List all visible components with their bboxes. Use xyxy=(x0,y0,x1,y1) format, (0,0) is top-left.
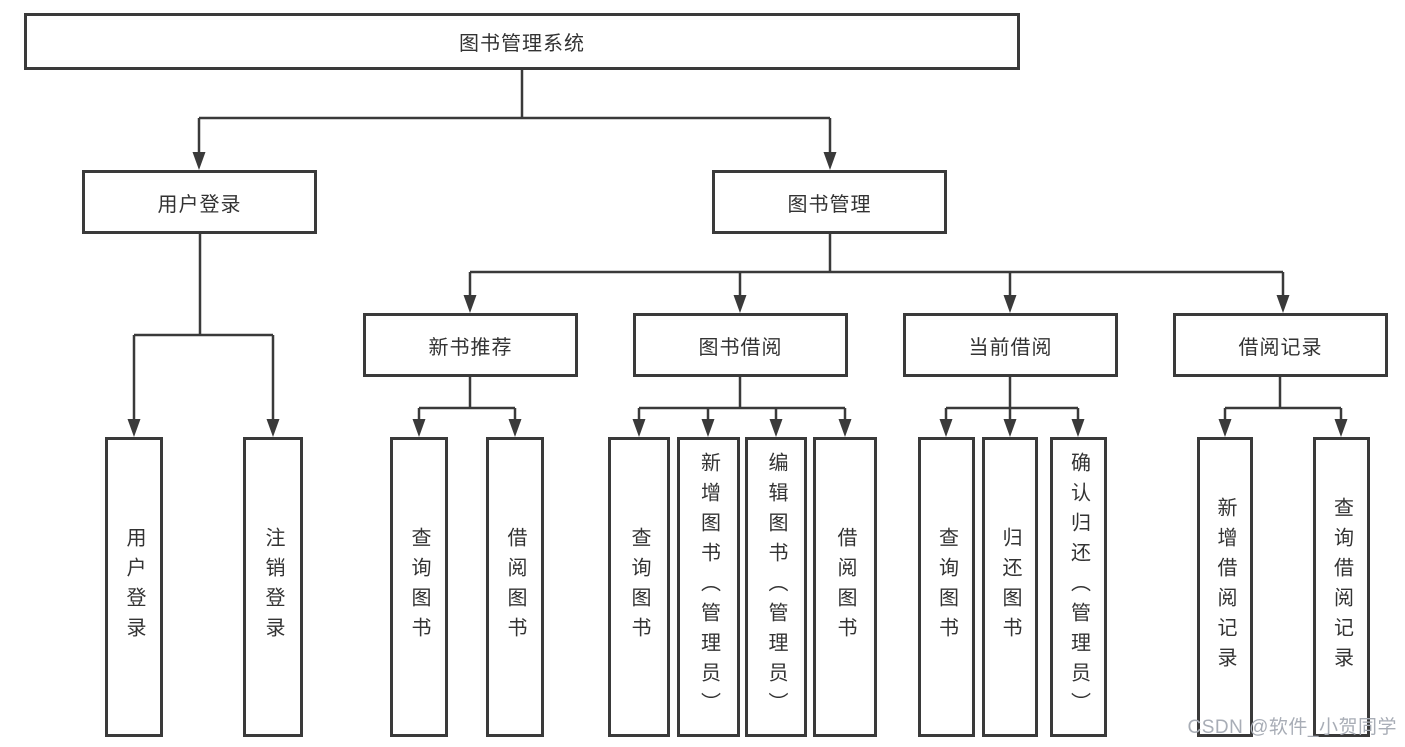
leaf-query-borrow-record: 查询借阅记录 xyxy=(1313,437,1370,737)
leaf-recommend-borrow-books: 借阅图书 xyxy=(486,437,544,737)
node-book-management: 图书管理 xyxy=(712,170,947,234)
leaf-add-borrow-record-label: 新增借阅记录 xyxy=(1214,497,1236,677)
leaf-add-books-admin-label: 新增图书（管理员） xyxy=(697,452,720,722)
leaf-return-books-label: 归还图书 xyxy=(999,527,1021,647)
leaf-borrow-books: 借阅图书 xyxy=(813,437,877,737)
leaf-add-books-admin: 新增图书（管理员） xyxy=(677,437,740,737)
node-book-management-label: 图书管理 xyxy=(787,193,872,216)
node-user-login-label: 用户登录 xyxy=(157,193,242,216)
leaf-add-borrow-record: 新增借阅记录 xyxy=(1197,437,1253,737)
node-borrow-records: 借阅记录 xyxy=(1173,313,1388,377)
node-root-label: 图书管理系统 xyxy=(459,33,585,55)
leaf-recommend-borrow-books-label: 借阅图书 xyxy=(504,527,526,647)
leaf-user-login: 用户登录 xyxy=(105,437,163,737)
leaf-logout-label: 注销登录 xyxy=(262,527,284,647)
node-current-borrow-label: 当前借阅 xyxy=(968,336,1053,359)
node-root-system: 图书管理系统 xyxy=(24,13,1020,70)
leaf-edit-books-admin: 编辑图书（管理员） xyxy=(745,437,807,737)
leaf-recommend-query-books: 查询图书 xyxy=(390,437,448,737)
leaf-user-login-label: 用户登录 xyxy=(123,527,145,647)
node-borrow-records-label: 借阅记录 xyxy=(1238,336,1323,359)
node-current-borrow: 当前借阅 xyxy=(903,313,1118,377)
leaf-confirm-return-admin-label: 确认归还（管理员） xyxy=(1067,452,1090,722)
leaf-return-books: 归还图书 xyxy=(982,437,1038,737)
leaf-borrow-query-books: 查询图书 xyxy=(608,437,670,737)
leaf-current-query-books: 查询图书 xyxy=(918,437,975,737)
node-user-login: 用户登录 xyxy=(82,170,317,234)
leaf-borrow-query-books-label: 查询图书 xyxy=(628,527,650,647)
leaf-current-query-books-label: 查询图书 xyxy=(935,527,958,647)
node-book-borrow-label: 图书借阅 xyxy=(698,336,783,359)
node-new-book-recommend: 新书推荐 xyxy=(363,313,578,377)
arrowhead-icons xyxy=(127,152,1348,437)
leaf-confirm-return-admin: 确认归还（管理员） xyxy=(1050,437,1107,737)
leaf-logout: 注销登录 xyxy=(243,437,303,737)
leaf-edit-books-admin-label: 编辑图书（管理员） xyxy=(765,452,787,722)
leaf-recommend-query-books-label: 查询图书 xyxy=(408,527,430,647)
node-book-borrow: 图书借阅 xyxy=(633,313,848,377)
leaf-borrow-books-label: 借阅图书 xyxy=(834,527,856,647)
leaf-query-borrow-record-label: 查询借阅记录 xyxy=(1330,497,1353,677)
csdn-watermark: CSDN @软件_小贺同学 xyxy=(1187,717,1397,738)
node-new-book-recommend-label: 新书推荐 xyxy=(428,336,513,359)
